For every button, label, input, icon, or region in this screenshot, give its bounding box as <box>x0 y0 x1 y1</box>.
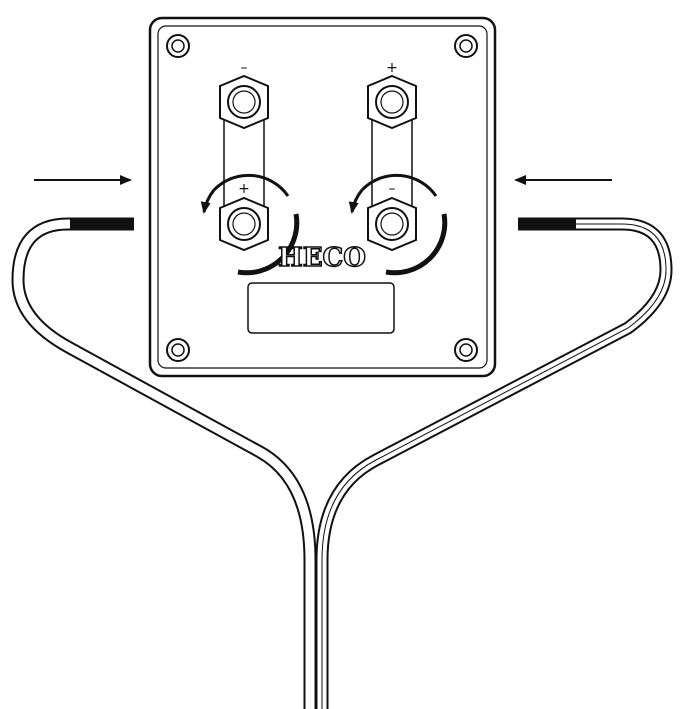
terminal-nut-left-bottom <box>219 196 269 252</box>
terminal-nut-right-top <box>367 74 417 130</box>
terminal-nut-left-top <box>219 74 269 130</box>
polarity-label-left-bottom: + <box>238 181 250 197</box>
polarity-label-right-bottom: – <box>389 181 396 197</box>
corner-screw-top-left <box>166 34 190 58</box>
polarity-label-right-top: + <box>386 60 398 76</box>
brand-logo: HECO <box>278 243 366 273</box>
jumper-bar-right <box>371 110 413 210</box>
terminal-nut-right-bottom <box>367 196 417 252</box>
speaker-cable-left <box>11 217 317 709</box>
corner-screw-bottom-right <box>454 338 478 362</box>
label-plate <box>247 282 395 334</box>
corner-screw-bottom-left <box>166 338 190 362</box>
speaker-cable-right <box>315 217 673 709</box>
jumper-bar-left <box>223 110 265 210</box>
rotate-arrow-icon-left <box>200 173 300 276</box>
rotate-arrow-icon-right <box>348 173 448 276</box>
corner-screw-top-right <box>454 34 478 58</box>
polarity-label-left-top: – <box>241 60 248 76</box>
